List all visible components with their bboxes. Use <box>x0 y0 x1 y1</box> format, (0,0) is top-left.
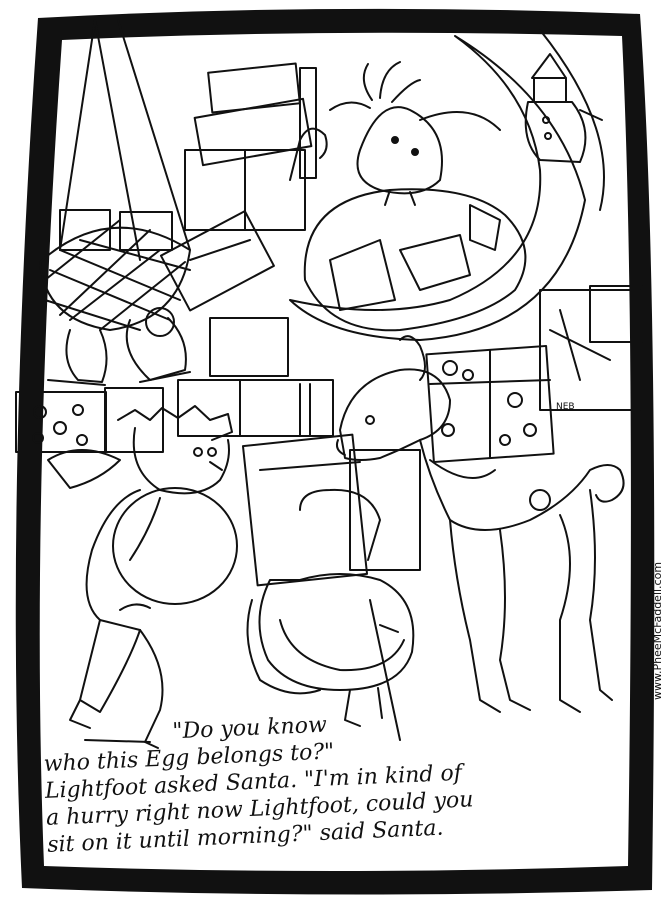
polka-dot-presents <box>425 285 643 464</box>
website-credit: www.PheeMcFaddell.com <box>651 561 664 700</box>
hanging-net <box>39 19 191 331</box>
story-caption: "Do you know who this Egg belongs to?" L… <box>42 700 607 859</box>
santa-character <box>246 488 415 741</box>
candy-cane <box>289 127 328 181</box>
toy-sack <box>303 188 527 332</box>
artist-signature: NEB <box>556 402 575 412</box>
moon-sleigh <box>289 29 605 341</box>
tall-present <box>241 433 421 587</box>
egg <box>112 487 238 605</box>
patterned-present <box>15 387 164 453</box>
wing <box>47 449 121 489</box>
toy-soldier <box>524 53 603 163</box>
reindeer <box>335 335 625 713</box>
present-stack <box>159 62 334 437</box>
lightfoot-character <box>47 405 238 749</box>
bird <box>329 61 501 206</box>
hanging-elf <box>47 307 191 386</box>
